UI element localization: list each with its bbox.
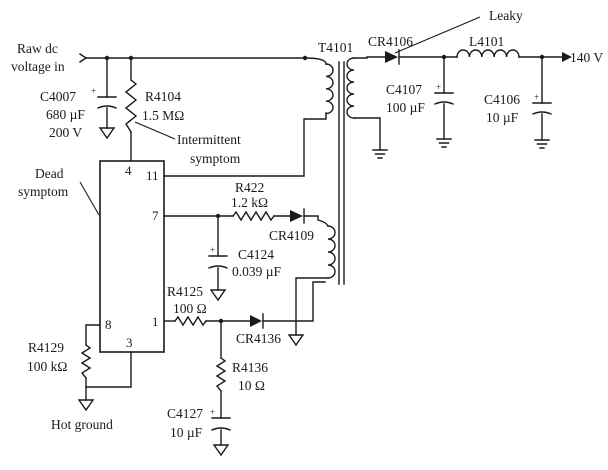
- label-r4125: R4125: [167, 284, 203, 299]
- ground-c4107: [436, 138, 452, 148]
- c4124-plus: +: [210, 245, 215, 255]
- junction-dots: [104, 54, 545, 324]
- output-arrow: [562, 52, 572, 62]
- c4106-plus: +: [534, 92, 539, 102]
- label-leaky: Leaky: [489, 8, 523, 23]
- c4007-plus: +: [91, 86, 96, 96]
- hot-ground-symbol: [77, 399, 95, 412]
- label-c4124-value: 0.039 µF: [232, 264, 282, 279]
- ic-pin-4: 4: [125, 163, 132, 178]
- diode-cr4136: [250, 313, 264, 329]
- label-dead-symptom: symptom: [18, 184, 69, 199]
- label-cr4136: CR4136: [236, 331, 281, 346]
- inductor-l4101: [456, 49, 520, 58]
- label-intermittent-symptom: symptom: [190, 151, 241, 166]
- ic-pin-1: 1: [152, 314, 159, 329]
- ic-body: [99, 160, 165, 353]
- resistor-r4136: [215, 357, 227, 392]
- resistor-r4125: [174, 315, 207, 327]
- ground-c4106: [534, 139, 550, 149]
- ic-pin-8: 8: [105, 317, 112, 332]
- ground-c4007: [98, 127, 116, 140]
- label-c4106: C4106: [484, 92, 520, 107]
- capacitor-c4124: [208, 255, 228, 269]
- label-r4129: R4129: [28, 340, 64, 355]
- label-intermittent: Intermittent: [177, 132, 241, 147]
- label-c4124: C4124: [238, 247, 274, 262]
- label-r4104-value: 1.5 MΩ: [142, 108, 184, 123]
- label-c4127: C4127: [167, 406, 203, 421]
- resistor-r422: [232, 210, 275, 222]
- ic-pin-3: 3: [126, 335, 133, 350]
- diode-cr4106: [385, 49, 400, 65]
- ground-transformer-secondary: [372, 149, 388, 159]
- label-c4127-value: 10 µF: [170, 425, 203, 440]
- diode-cr4109: [290, 208, 305, 224]
- label-r422-value: 1.2 kΩ: [231, 195, 268, 210]
- label-hot-ground: Hot ground: [51, 417, 113, 432]
- label-l4101: L4101: [469, 34, 504, 49]
- label-r4125-value: 100 Ω: [173, 301, 207, 316]
- label-r4129-value: 100 kΩ: [27, 359, 67, 374]
- label-c4107-value: 100 µF: [386, 100, 425, 115]
- transformer-t4101: [325, 57, 355, 285]
- capacitor-c4106: [532, 102, 552, 115]
- label-cr4109: CR4109: [269, 228, 314, 243]
- label-r4136-value: 10 Ω: [238, 378, 265, 393]
- label-voltage-in: voltage in: [11, 59, 65, 74]
- c4127-plus: +: [210, 407, 215, 417]
- capacitor-c4107: [434, 92, 454, 105]
- label-dead: Dead: [35, 166, 64, 181]
- wires: [79, 16, 563, 446]
- capacitor-c4127: [211, 417, 231, 431]
- label-c4107: C4107: [386, 82, 422, 97]
- label-c4106-value: 10 µF: [486, 110, 519, 125]
- resistor-r4104: [124, 79, 138, 133]
- ic-pin-11: 11: [146, 168, 159, 183]
- label-c4007-cap: 680 µF: [46, 107, 85, 122]
- label-r422: R422: [235, 180, 264, 195]
- c4107-plus: +: [436, 82, 441, 92]
- ground-c4127: [212, 444, 230, 457]
- label-r4136: R4136: [232, 360, 268, 375]
- label-c4007: C4007: [40, 89, 76, 104]
- ic-pin-7: 7: [152, 208, 159, 223]
- capacitor-c4007: [97, 96, 117, 109]
- resistor-r4129: [80, 344, 92, 379]
- input-terminal: [79, 53, 88, 63]
- ground-c4124: [209, 289, 227, 302]
- label-r4104: R4104: [145, 89, 181, 104]
- ground-secondary-return: [287, 334, 305, 347]
- label-cr4106: CR4106: [368, 34, 413, 49]
- label-t4101: T4101: [318, 40, 353, 55]
- label-c4007-volt: 200 V: [49, 125, 82, 140]
- label-140v: 140 V: [570, 50, 603, 65]
- label-raw-dc: Raw dc: [17, 41, 58, 56]
